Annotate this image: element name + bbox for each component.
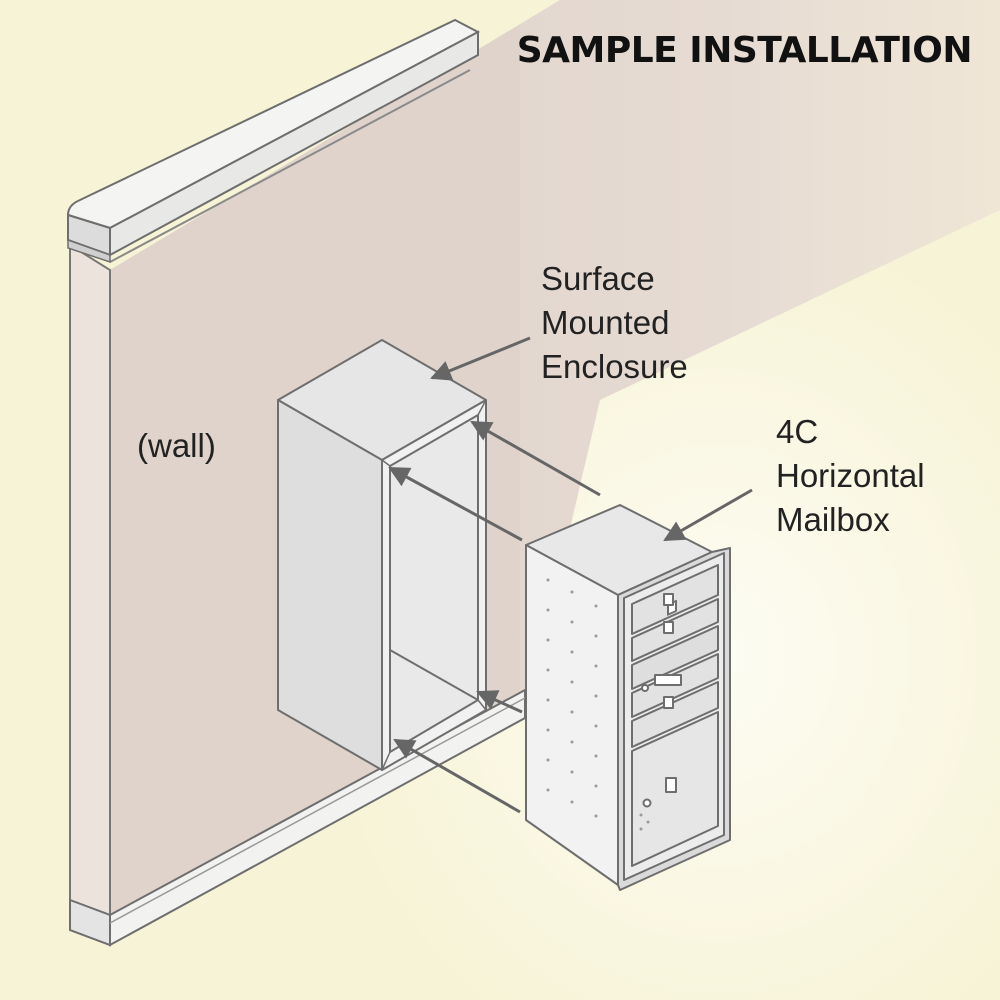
insertion-arrows bbox=[388, 420, 601, 814]
mailbox-leader-arrow bbox=[663, 488, 753, 542]
arrow-top-right bbox=[470, 420, 601, 497]
enclosure-leader-arrow bbox=[430, 336, 531, 381]
surface-mounted-enclosure bbox=[277, 339, 487, 771]
mailbox-label: 4C Horizontal Mailbox bbox=[776, 410, 925, 542]
wall-cap bbox=[66, 18, 481, 264]
wall-label: (wall) bbox=[137, 427, 216, 464]
mailbox-label-line-3: Mailbox bbox=[776, 501, 890, 538]
arrow-bottom-left bbox=[393, 738, 521, 814]
label-leaders bbox=[430, 336, 753, 542]
enclosure-label-line-2: Mounted bbox=[541, 304, 670, 341]
enclosure-label-line-1: Surface bbox=[541, 260, 655, 297]
mailbox-label-line-1: 4C bbox=[776, 413, 819, 450]
enclosure-label: Surface Mounted Enclosure bbox=[541, 257, 688, 389]
diagram-title: SAMPLE INSTALLATION bbox=[516, 30, 973, 71]
enclosure-label-line-3: Enclosure bbox=[541, 348, 688, 385]
arrow-top-left bbox=[388, 466, 523, 542]
mailbox-label-line-2: Horizontal bbox=[776, 457, 925, 494]
4c-horizontal-mailbox bbox=[525, 504, 731, 891]
arrow-bottom-right bbox=[476, 690, 523, 714]
